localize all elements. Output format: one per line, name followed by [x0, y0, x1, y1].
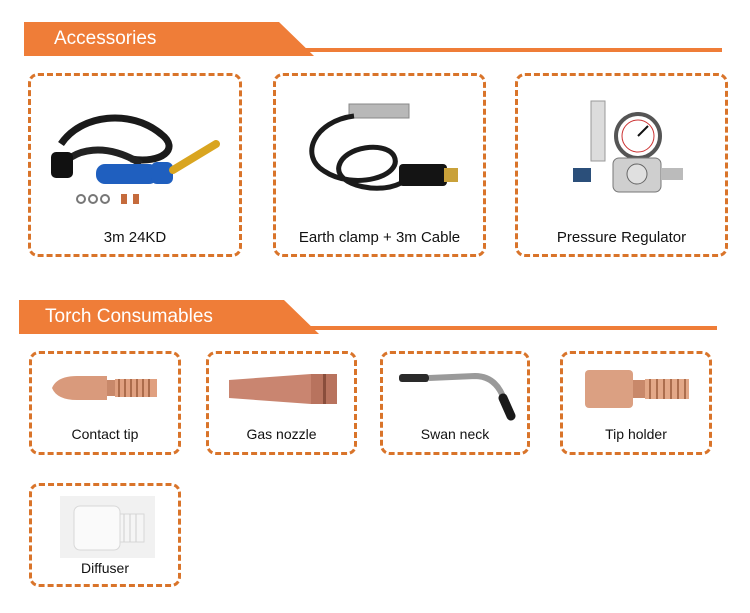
product-card-torch[interactable]: 3m 24KD [28, 73, 242, 257]
gas-nozzle-image [229, 374, 337, 404]
contact-tip-image [52, 376, 157, 400]
tip-holder-image [585, 370, 689, 408]
product-label: Contact tip [71, 426, 139, 442]
pressure-regulator-image [573, 100, 683, 193]
product-card-tip-holder[interactable]: Tip holder [560, 351, 712, 455]
product-label: 3m 24KD [103, 229, 167, 246]
torch-consumables-header: Torch Consumables [19, 300, 719, 334]
earth-clamp-image [309, 103, 458, 191]
product-label: Diffuser [81, 560, 129, 576]
product-card-earth-clamp[interactable]: Earth clamp + 3m Cable [273, 73, 486, 257]
torch-consumables-rule [19, 326, 717, 330]
swan-neck-image [399, 372, 516, 421]
accessories-header: Accessories [24, 22, 724, 56]
section-title-accessories: Accessories [54, 28, 157, 49]
product-card-swan-neck[interactable]: Swan neck [380, 351, 530, 455]
section-title-torch-consumables: Torch Consumables [45, 306, 213, 327]
mig-torch-image [51, 114, 220, 204]
product-label: Tip holder [605, 426, 667, 442]
product-label: Earth clamp + 3m Cable [298, 229, 461, 246]
accessories-tab [24, 22, 314, 56]
product-card-contact-tip[interactable]: Contact tip [29, 351, 181, 455]
product-card-diffuser[interactable]: Diffuser [29, 483, 181, 587]
diffuser-image [60, 496, 155, 558]
product-card-gas-nozzle[interactable]: Gas nozzle [206, 351, 357, 455]
product-label: Gas nozzle [246, 426, 317, 442]
product-card-regulator[interactable]: Pressure Regulator [515, 73, 728, 257]
product-label: Swan neck [420, 426, 490, 442]
torch-consumables-tab [19, 300, 319, 334]
accessories-rule [24, 48, 722, 52]
product-label: Pressure Regulator [556, 229, 687, 246]
